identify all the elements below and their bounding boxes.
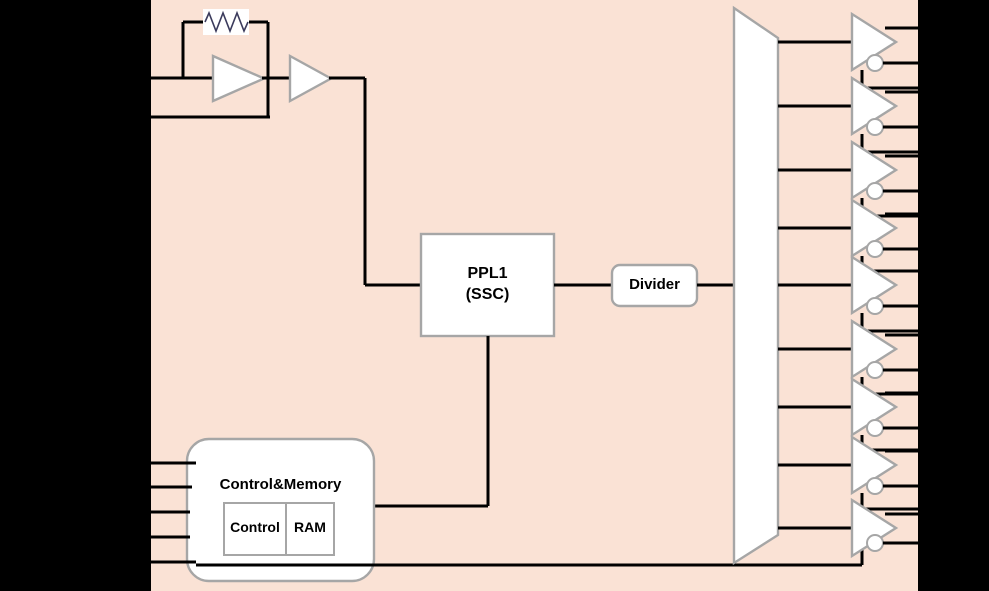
output-buffer-3-inverting-bubble [866, 182, 884, 200]
output-buffer-4-inverting-bubble [866, 240, 884, 258]
output-buffer-6 [778, 318, 989, 396]
feedback-resistor-zigzag [204, 10, 249, 34]
output-buffer-7-inverting-bubble [866, 419, 884, 437]
output-buffer-9 [778, 497, 989, 559]
output-buffer-1 [778, 11, 989, 90]
output-buffer-7 [778, 376, 989, 452]
pll-group [419, 232, 556, 338]
output-buffer-6-inverting-bubble [866, 361, 884, 379]
output-buffers-group [778, 11, 989, 559]
control-subblock-body[interactable] [223, 502, 287, 556]
output-buffer-8 [778, 434, 989, 511]
output-buffer-1-inverting-bubble [866, 54, 884, 72]
divider-block-body[interactable] [610, 263, 699, 308]
oscillator-buffer-body [288, 53, 334, 104]
output-buffer-5 [778, 254, 989, 333]
output-buffer-3 [778, 139, 989, 218]
output-buffer-2 [778, 75, 989, 154]
ram-subblock-body[interactable] [285, 502, 335, 556]
output-buffer-5-inverting-bubble [866, 297, 884, 315]
output-buffer-9-inverting-bubble [866, 534, 884, 552]
clock-distribution-block[interactable] [732, 5, 780, 566]
output-buffer-8-inverting-bubble [866, 477, 884, 495]
oscillator-group [151, 9, 421, 287]
oscillator-amplifier-body [211, 54, 267, 103]
output-buffer-2-inverting-bubble [866, 118, 884, 136]
pll-block-body[interactable] [419, 232, 556, 338]
control-memory-group [151, 437, 864, 583]
output-buffer-4 [778, 197, 989, 273]
